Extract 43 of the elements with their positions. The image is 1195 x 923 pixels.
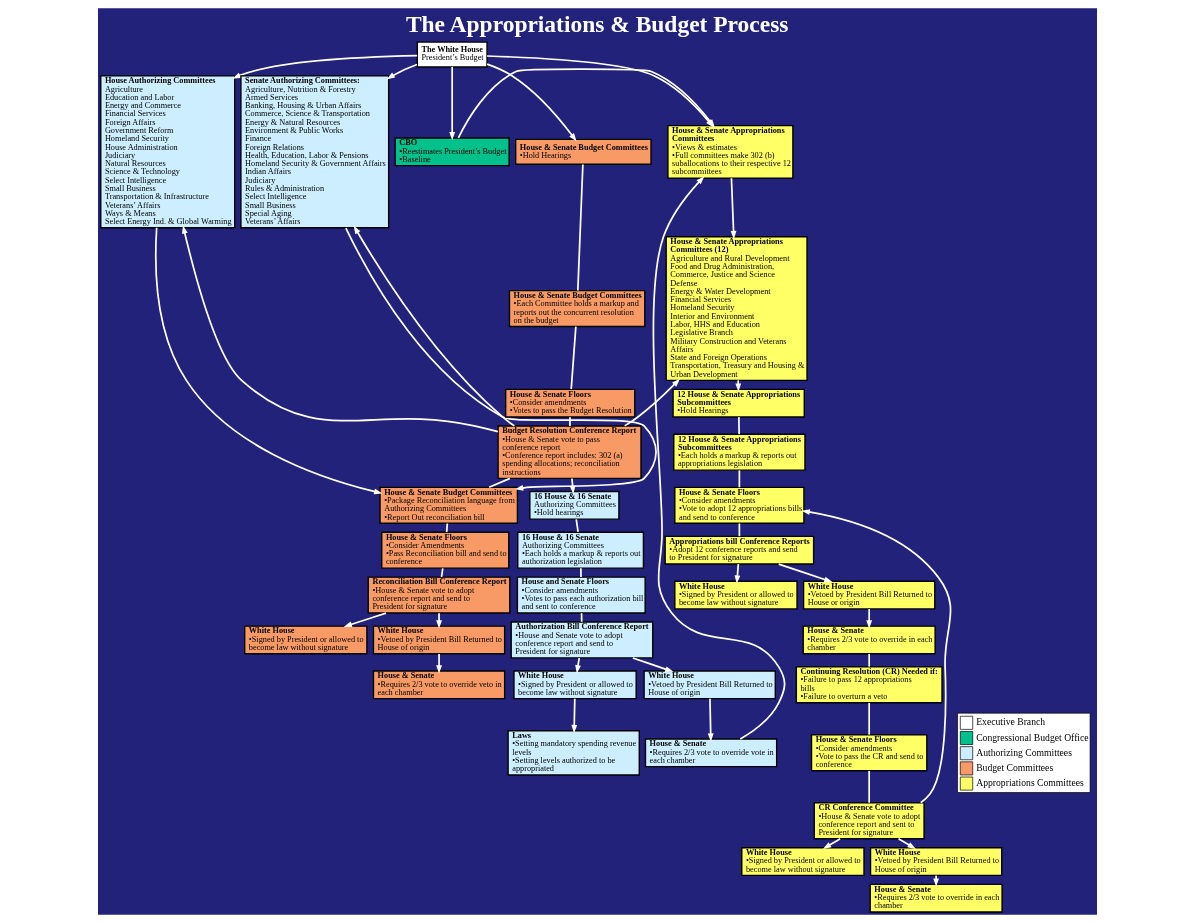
legend-label: Executive Branch [976,716,1046,728]
connector [738,416,740,436]
arrow [345,227,657,491]
legend-label: Budget Committees [976,761,1054,773]
arrow [822,837,841,849]
arrow [571,697,578,734]
legend-label: Authorizing Committees [976,746,1072,758]
connector [868,702,871,736]
connector [576,163,584,292]
legend-label: Appropriations Committees [976,777,1084,789]
arrow [232,54,418,79]
arrow [449,66,456,141]
arrow [343,612,387,628]
arrow [154,226,383,495]
connector [868,770,871,804]
arrow [182,225,499,433]
connector [575,518,579,533]
connector [570,325,577,391]
arrow [734,563,741,584]
arrow [707,697,714,742]
arrow [575,657,581,674]
connector [488,477,511,489]
connector [569,416,571,427]
diagram-title: The Appropriations & Budget Process [405,10,789,37]
arrow [436,612,442,629]
arrow [623,378,680,427]
arrow [569,477,576,494]
arrow [652,176,786,740]
connector [580,567,582,578]
connector [445,522,449,533]
connector [440,567,444,578]
legend-label: Congressional Budget Office [976,731,1089,743]
arrow [386,63,418,80]
arrow [730,177,737,240]
connector [868,653,871,668]
arrow [353,225,516,427]
arrow [436,653,442,674]
arrow [631,657,674,672]
arrow [777,563,833,583]
arrow [866,608,873,629]
arrow [897,837,916,849]
arrow [735,379,742,392]
arrow [486,63,577,142]
